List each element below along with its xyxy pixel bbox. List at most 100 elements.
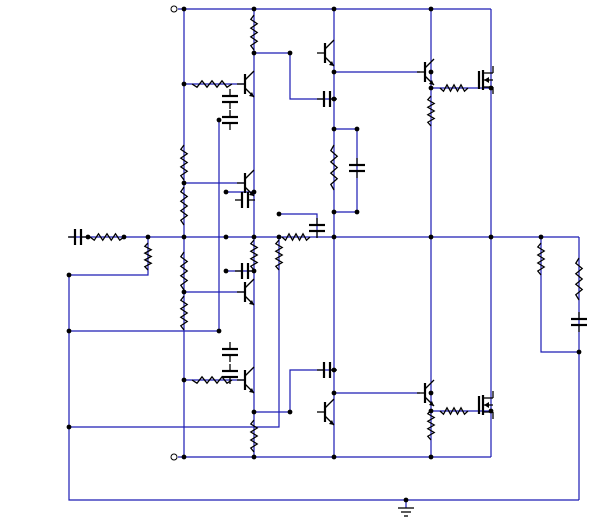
junction-dot	[428, 234, 434, 240]
pnp-transistor-icon	[417, 379, 435, 407]
junction-dot	[251, 268, 257, 274]
junction-dot	[428, 6, 434, 12]
resistor-icon	[179, 295, 189, 331]
resistor-icon	[574, 257, 584, 301]
junction-dot	[216, 328, 222, 334]
junction-dots	[66, 6, 582, 503]
junction-dot	[251, 234, 257, 240]
junction-dot	[331, 234, 337, 240]
input-shunt	[69, 237, 149, 276]
resistor-icon	[249, 419, 259, 453]
junction-dot	[66, 328, 72, 334]
resistor-icon	[89, 232, 125, 242]
npn-transistor-icon	[317, 39, 335, 67]
junction-dot	[428, 85, 434, 91]
resistor-icon	[426, 409, 436, 441]
npn-transistor-icon	[237, 70, 255, 98]
comp-loop	[279, 213, 318, 237]
mosfet-icon	[477, 391, 494, 419]
junction-dot	[251, 50, 257, 56]
resistor-icon	[439, 406, 469, 416]
junction-dot	[538, 234, 544, 240]
junction-dot	[287, 50, 293, 56]
junction-dot	[251, 189, 257, 195]
capacitor-icon	[222, 110, 238, 130]
capacitor-icon	[309, 218, 325, 238]
capacitor-icon	[68, 229, 88, 245]
npn-transistor-icon	[417, 58, 435, 86]
zobel	[540, 237, 579, 353]
junction-dot	[181, 454, 187, 460]
junction-dot	[354, 209, 360, 215]
resistor-icon	[179, 251, 189, 291]
resistor-icon	[426, 95, 436, 127]
bias-link-a	[69, 120, 220, 332]
resistor-icon	[439, 83, 469, 93]
top-pre	[254, 52, 334, 100]
pnp-transistor-icon	[237, 278, 255, 306]
terminal-icon	[170, 5, 178, 13]
capacitor-icon	[317, 91, 337, 107]
junction-dot	[223, 268, 229, 274]
junction-dot	[428, 390, 434, 396]
components	[68, 5, 587, 517]
resistor-icon	[281, 232, 311, 242]
junction-dot	[488, 85, 494, 91]
junction-dot	[145, 234, 151, 240]
capacitor-icon	[222, 342, 238, 362]
junction-dot	[576, 349, 582, 355]
junction-dot	[121, 234, 127, 240]
capacitor-icon	[349, 158, 365, 178]
resistor-icon	[191, 375, 233, 385]
junction-dot	[181, 81, 187, 87]
bias-link-b	[69, 237, 280, 428]
capacitor-icon	[235, 192, 255, 208]
junction-dot	[223, 234, 229, 240]
junction-dot	[181, 180, 187, 186]
resistor-icon	[179, 144, 189, 181]
junction-dot	[331, 126, 337, 132]
junction-dot	[181, 234, 187, 240]
junction-dot	[181, 377, 187, 383]
resistor-icon	[536, 242, 546, 276]
junction-dot	[216, 117, 222, 123]
pnp-transistor-icon	[317, 398, 335, 426]
junction-dot	[223, 189, 229, 195]
junction-dot	[251, 454, 257, 460]
junction-dot	[488, 234, 494, 240]
terminal-icon	[170, 453, 178, 461]
npn-transistor-icon	[237, 169, 255, 197]
capacitor-icon	[571, 312, 587, 332]
junction-dot	[488, 408, 494, 414]
junction-dot	[181, 6, 187, 12]
junction-dot	[428, 408, 434, 414]
pnp-transistor-icon	[237, 366, 255, 394]
wires	[68, 8, 580, 508]
junction-dot	[276, 234, 282, 240]
junction-dot	[66, 424, 72, 430]
junction-dot	[331, 454, 337, 460]
resistor-icon	[329, 144, 339, 191]
junction-dot	[331, 69, 337, 75]
capacitor-icon	[222, 89, 238, 109]
junction-dot	[331, 96, 337, 102]
junction-dot	[85, 234, 91, 240]
ground-icon	[398, 507, 414, 517]
junction-dot	[428, 69, 434, 75]
bot-pre	[254, 369, 334, 413]
mosfet-icon	[477, 66, 494, 94]
resistor-icon	[249, 239, 259, 271]
resistor-icon	[249, 14, 259, 51]
resistor-icon	[191, 79, 233, 89]
junction-dot	[181, 289, 187, 295]
resistor-icon	[179, 186, 189, 226]
ground-loop	[68, 275, 579, 501]
resistor-icon	[143, 242, 153, 271]
junction-dot	[251, 409, 257, 415]
junction-dot	[331, 367, 337, 373]
junction-dot	[251, 6, 257, 12]
junction-dot	[428, 454, 434, 460]
capacitor-icon	[222, 364, 238, 384]
junction-dot	[287, 409, 293, 415]
